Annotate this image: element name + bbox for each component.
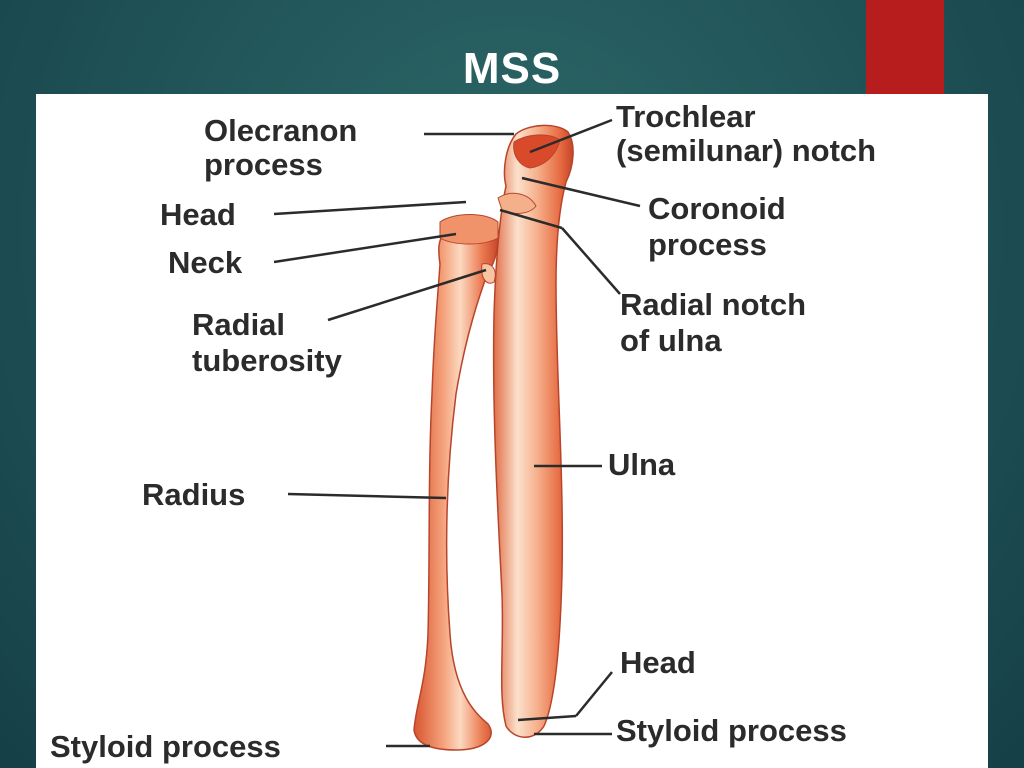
leader-radial-notch-b bbox=[499, 208, 563, 230]
leader-lines bbox=[273, 118, 641, 748]
leader-radial-notch-a bbox=[561, 227, 621, 295]
leader-neck bbox=[273, 232, 457, 264]
leader-radius bbox=[287, 492, 447, 500]
label-coronoid-line2: process bbox=[648, 227, 767, 262]
label-head-bottom: Head bbox=[620, 645, 696, 680]
label-styloid-left: Styloid process bbox=[50, 729, 281, 764]
label-olecranon-line2: process bbox=[204, 147, 323, 182]
radius-bone bbox=[413, 226, 499, 751]
bones-illustration bbox=[273, 118, 641, 751]
leader-trochlear bbox=[529, 118, 613, 154]
label-radial-notch-line1: Radial notch bbox=[620, 287, 807, 322]
leader-head-bottom-b bbox=[517, 714, 577, 722]
slide-title: MSS bbox=[462, 44, 562, 93]
label-radial-tuberosity-line1: Radial bbox=[192, 307, 286, 342]
label-olecranon-line1: Olecranon bbox=[204, 113, 358, 148]
label-radius: Radius bbox=[142, 477, 246, 512]
leader-head-top bbox=[273, 200, 467, 216]
label-radial-tuberosity-line2: tuberosity bbox=[192, 343, 342, 378]
accent-bar bbox=[866, 0, 944, 96]
label-radial-notch-line2: of ulna bbox=[620, 323, 722, 358]
label-head-top: Head bbox=[160, 197, 236, 232]
label-styloid-right: Styloid process bbox=[616, 713, 847, 748]
leader-radial-tuberosity bbox=[327, 268, 487, 322]
leader-coronoid bbox=[521, 176, 641, 208]
forearm-bones-diagram: Olecranon process Head Neck Radial tuber… bbox=[36, 94, 988, 768]
label-trochlear-line1: Trochlear bbox=[616, 99, 756, 134]
label-coronoid-line1: Coronoid bbox=[648, 191, 786, 226]
radial-tuberosity-shape bbox=[481, 263, 496, 284]
radial-head-shape bbox=[439, 214, 499, 245]
ulna-bone bbox=[492, 124, 574, 738]
trochlear-notch-shape bbox=[513, 134, 561, 169]
label-trochlear-line2: (semilunar) notch bbox=[616, 133, 877, 168]
label-neck: Neck bbox=[168, 245, 243, 280]
label-ulna: Ulna bbox=[608, 447, 676, 482]
leader-head-bottom-a bbox=[575, 671, 613, 717]
